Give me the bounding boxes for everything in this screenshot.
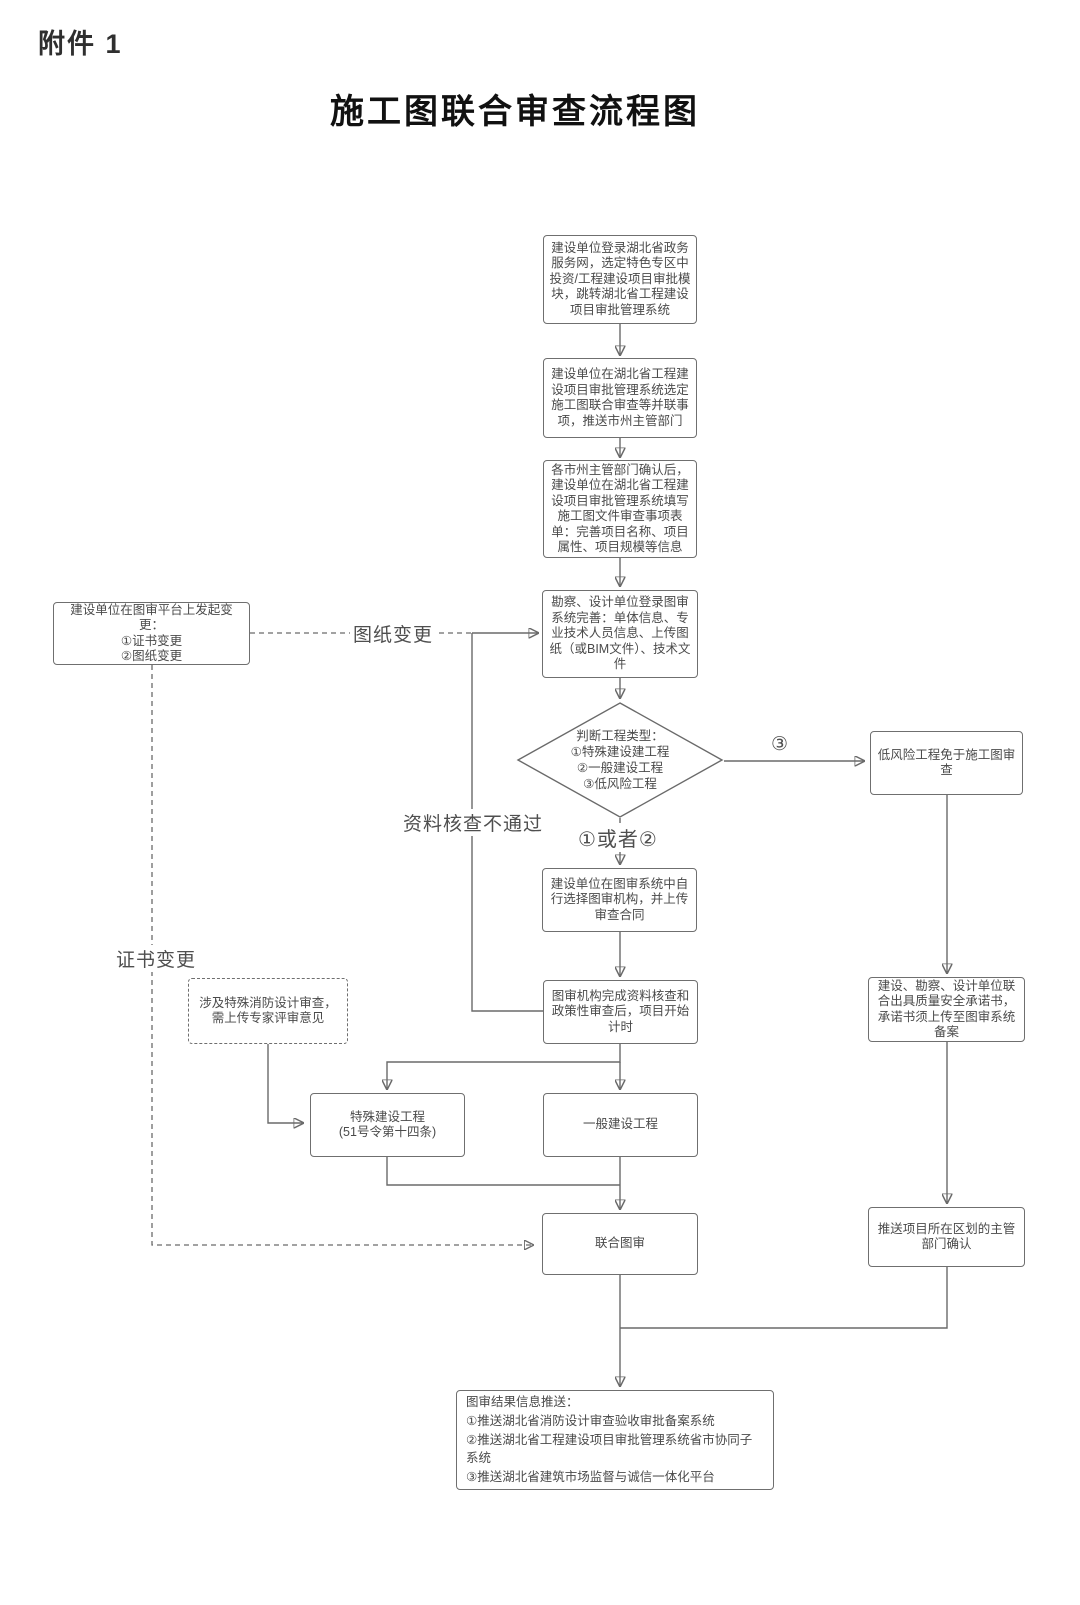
node-joint-review: 联合图审 [542, 1213, 698, 1275]
node-decide-type: 判断工程类型： ①特殊建设建工程 ②一般建设工程 ③低风险工程 [516, 702, 724, 818]
diamond-shape [516, 702, 724, 818]
label-or-1-2: ①或者② [575, 823, 661, 852]
node-commitment: 建设、勘察、设计单位联合出具质量安全承诺书，承诺书须上传至图审系统备案 [868, 977, 1025, 1042]
node-fire-expert: 涉及特殊消防设计审查， 需上传专家评审意见 [188, 978, 348, 1044]
edge-timing-split [387, 1044, 621, 1089]
node-choose-agency: 建设单位在图审系统中自行选择图审机构，并上传审查合同 [542, 868, 697, 932]
node-select-items: 建设单位在湖北省工程建设项目审批管理系统选定施工图联合审查等并联事项，推送市州主… [543, 358, 697, 438]
node-change-request: 建设单位在图审平台上发起变更： ①证书变更 ②图纸变更 [53, 602, 250, 665]
edge-push-merge [620, 1267, 948, 1329]
node-special-project: 特殊建设工程 (51号令第十四条) [310, 1093, 465, 1157]
node-start-timing: 图审机构完成资料核查和政策性审查后，项目开始计时 [543, 980, 698, 1044]
edge-cert-change [151, 665, 533, 1245]
node-login: 建设单位登录湖北省政务服务网，选定特色专区中投资/工程建设项目审批模块，跳转湖北… [543, 235, 697, 324]
node-general-project: 一般建设工程 [543, 1093, 698, 1157]
page-title: 施工图联合审查流程图 [330, 94, 700, 131]
node-low-risk-exempt: 低风险工程免于施工图审查 [870, 731, 1023, 795]
edge-special-merge [386, 1157, 620, 1186]
diamond-text: 判断工程类型： ①特殊建设建工程 ②一般建设工程 ③低风险工程 [570, 728, 670, 792]
node-fill-form: 各市州主管部门确认后，建设单位在湖北省工程建设项目审批管理系统填写施工图文件审查… [543, 460, 697, 558]
node-result-push: 图审结果信息推送： ①推送湖北省消防设计审查验收审批备案系统 ②推送湖北省工程建… [456, 1390, 774, 1490]
label-branch-3: ③ [768, 733, 793, 756]
node-push-district: 推送项目所在区划的主管部门确认 [868, 1207, 1025, 1267]
attachment-label: 附件 1 [38, 29, 123, 59]
node-survey-design: 勘察、设计单位登录图审系统完善：单体信息、专业技术人员信息、上传图纸（或BIM文… [542, 590, 698, 678]
edge-feedback-check-fail [471, 633, 543, 1012]
label-drawing-change: 图纸变更 [350, 620, 437, 647]
label-cert-change: 证书变更 [113, 945, 200, 972]
edge-fire-special [267, 1044, 303, 1123]
label-check-fail: 资料核查不通过 [400, 809, 547, 836]
